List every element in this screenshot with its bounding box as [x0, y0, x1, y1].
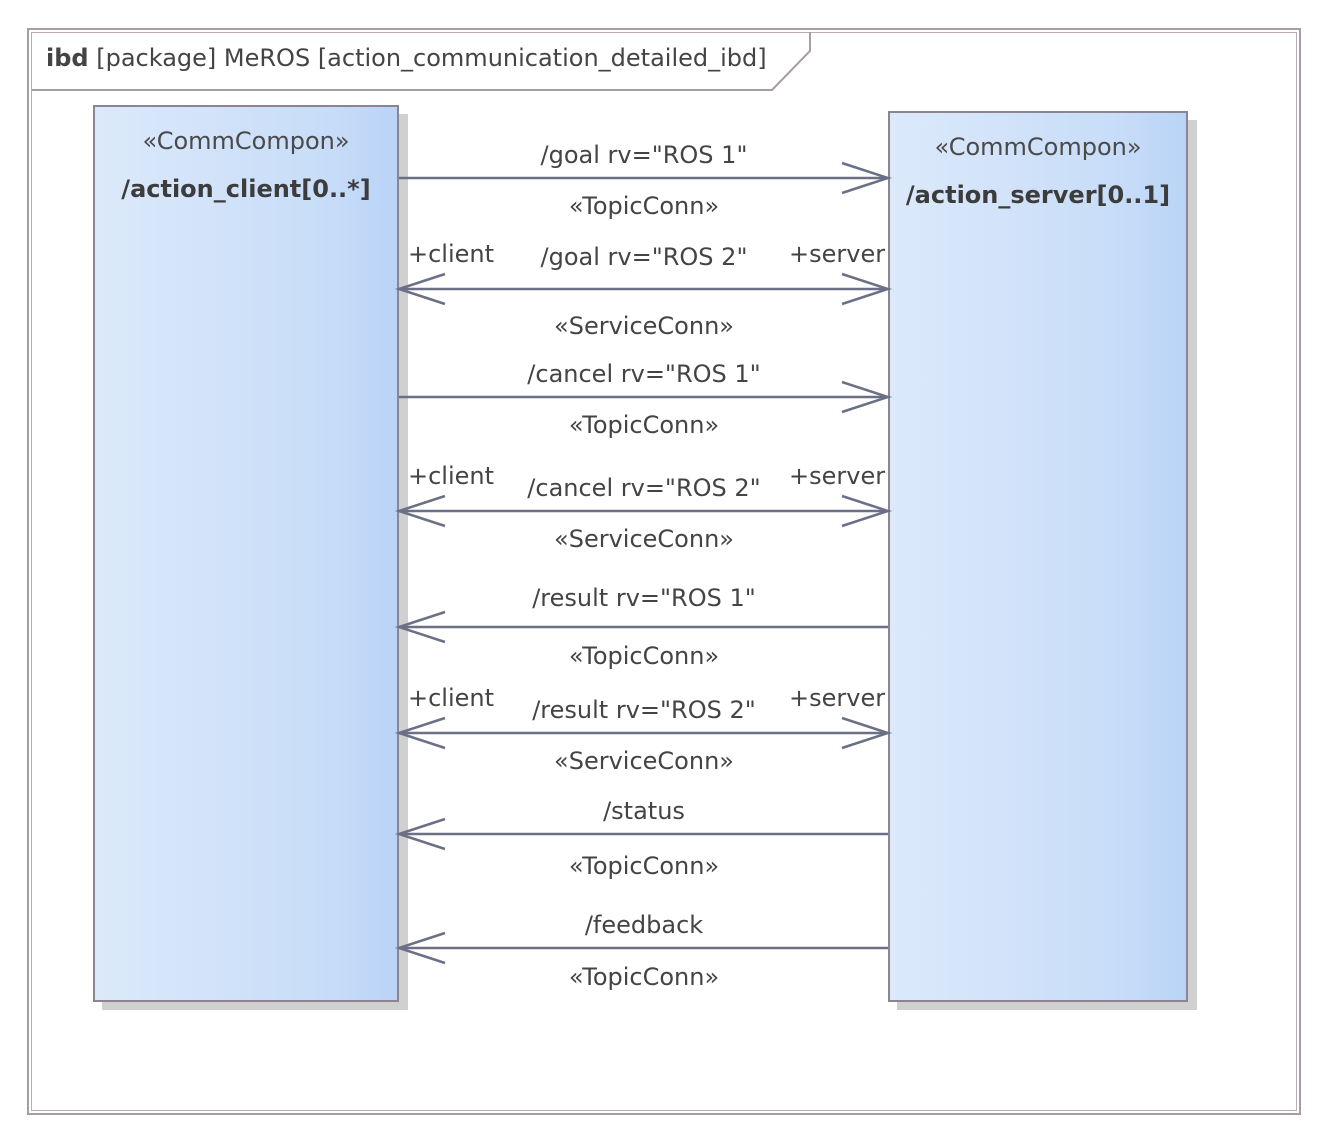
arrowhead-server: [841, 272, 893, 306]
frame-title-text: [package] MeROS [action_communication_de…: [96, 44, 767, 72]
arrowhead-client: [394, 610, 446, 644]
connector-name: /goal rv="ROS 2": [540, 243, 748, 271]
arrowhead-client: [394, 494, 446, 528]
connector-name: /status: [603, 797, 685, 825]
client-stereotype: «CommCompon»: [142, 127, 350, 155]
connector-stereotype: «TopicConn»: [568, 852, 720, 880]
connector-stereotype: «TopicConn»: [568, 642, 720, 670]
connector-name: /result rv="ROS 1": [532, 584, 756, 612]
action-server-block[interactable]: «CommCompon» /action_server[0..1]: [888, 111, 1188, 1002]
action-client-block[interactable]: «CommCompon» /action_client[0..*]: [93, 105, 399, 1002]
frame-title: ibd [package] MeROS [action_communicatio…: [46, 40, 767, 76]
connector-name: /goal rv="ROS 1": [540, 141, 748, 169]
arrowhead-server: [841, 161, 893, 195]
server-role-label: +server: [789, 684, 886, 712]
connector-name: /feedback: [584, 911, 704, 939]
connector-name: /cancel rv="ROS 1": [527, 360, 761, 388]
server-role-label: +server: [789, 240, 886, 268]
arrowhead-server: [841, 716, 893, 750]
connector-name: /cancel rv="ROS 2": [527, 474, 761, 502]
connector-stereotype: «TopicConn»: [568, 192, 720, 220]
client-role-label: +client: [408, 240, 495, 268]
server-stereotype: «CommCompon»: [934, 133, 1142, 161]
arrowhead-server: [841, 380, 893, 414]
diagram-frame: [27, 28, 1301, 1115]
server-name: /action_server[0..1]: [905, 181, 1171, 209]
client-role-label: +client: [408, 462, 495, 490]
connector-stereotype: «ServiceConn»: [554, 747, 734, 775]
server-role-label: +server: [789, 462, 886, 490]
arrowhead-client: [394, 931, 446, 965]
client-name: /action_client[0..*]: [121, 175, 371, 203]
arrowhead-server: [841, 494, 893, 528]
arrowhead-client: [394, 272, 446, 306]
connector-stereotype: «TopicConn»: [568, 411, 720, 439]
client-role-label: +client: [408, 684, 495, 712]
connector-stereotype: «ServiceConn»: [554, 525, 734, 553]
arrowhead-client: [394, 817, 446, 851]
connector-stereotype: «ServiceConn»: [554, 312, 734, 340]
connector-name: /result rv="ROS 2": [532, 696, 756, 724]
frame-kind: ibd: [46, 44, 89, 72]
diagram-frame-inner: [31, 32, 1297, 1111]
connector-stereotype: «TopicConn»: [568, 963, 720, 991]
arrowhead-client: [394, 716, 446, 750]
